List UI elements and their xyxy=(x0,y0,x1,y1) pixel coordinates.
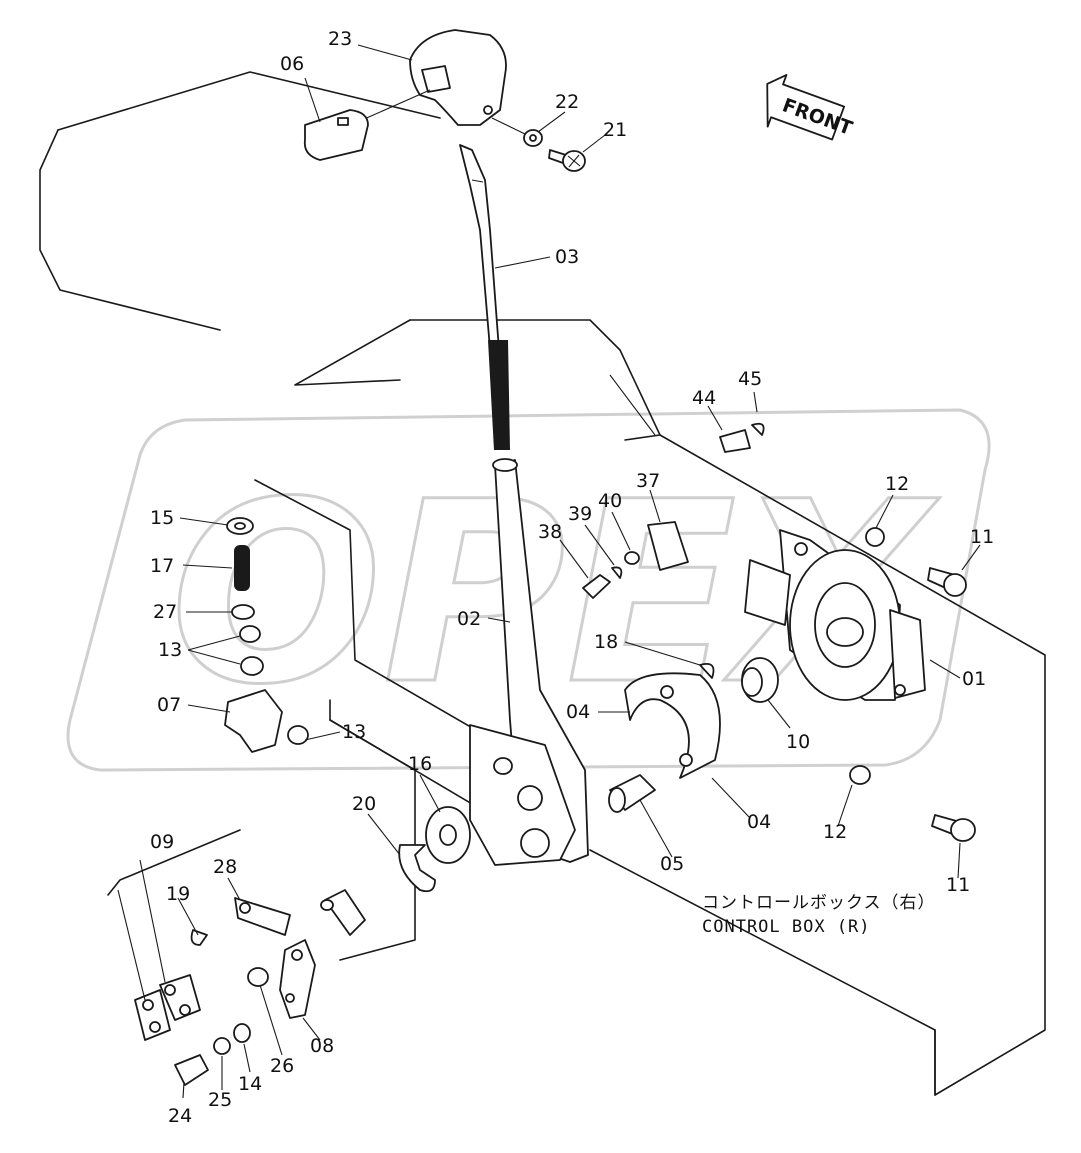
callout-20: 20 xyxy=(352,793,376,815)
callout-01: 01 xyxy=(962,668,986,690)
lever-knob xyxy=(361,29,507,126)
clip-20 xyxy=(398,844,436,893)
callout-19: 19 xyxy=(166,883,190,905)
control-box-caption: コントロールボックス（右） CONTROL BOX (R) xyxy=(702,893,936,937)
lever-rod-upper xyxy=(459,144,510,450)
pin-05 xyxy=(608,774,656,813)
screw-21 xyxy=(548,149,586,172)
console-outline xyxy=(39,71,1046,1096)
callout-09: 09 xyxy=(150,831,174,853)
callout-12-upper: 12 xyxy=(885,473,909,495)
callout-10: 10 xyxy=(786,731,810,753)
washer-22 xyxy=(491,117,543,147)
bracket-08 xyxy=(247,939,316,1019)
link-09 xyxy=(134,974,201,1041)
callout-23: 23 xyxy=(328,28,352,50)
callout-22: 22 xyxy=(555,91,579,113)
spring-assembly xyxy=(226,517,264,676)
callout-28: 28 xyxy=(213,856,237,878)
link-28 xyxy=(234,897,291,936)
callout-11-upper: 11 xyxy=(970,526,994,548)
callout-45: 45 xyxy=(738,368,762,390)
callout-08: 08 xyxy=(310,1035,334,1057)
callout-04-lower: 04 xyxy=(747,811,771,833)
callout-27: 27 xyxy=(153,601,177,623)
callout-07: 07 xyxy=(157,694,181,716)
detent-plate xyxy=(624,672,721,779)
callout-11-lower: 11 xyxy=(946,874,970,896)
collar-10 xyxy=(741,657,779,703)
pivot-pin-09 xyxy=(320,889,366,936)
callout-25: 25 xyxy=(208,1089,232,1111)
callout-24: 24 xyxy=(168,1105,192,1127)
callout-04-upper: 04 xyxy=(566,701,590,723)
caption-japanese: コントロールボックス（右） xyxy=(702,893,936,913)
callout-12-lower: 12 xyxy=(823,821,847,843)
callout-40: 40 xyxy=(598,490,622,512)
fasteners-24-25-14-19 xyxy=(174,929,251,1086)
leader-lines xyxy=(117,44,981,1099)
control-box-bracket xyxy=(744,529,926,701)
callout-02: 02 xyxy=(457,608,481,630)
callout-13-left: 13 xyxy=(158,639,182,661)
callout-39: 39 xyxy=(568,503,592,525)
callout-26: 26 xyxy=(270,1055,294,1077)
callout-labels: 23 06 22 21 03 45 44 12 11 37 40 39 38 1… xyxy=(150,28,994,1127)
callout-44: 44 xyxy=(692,387,716,409)
front-arrow-marker: FRONT xyxy=(766,74,855,141)
caption-english: CONTROL BOX (R) xyxy=(702,917,871,937)
callout-06: 06 xyxy=(280,53,304,75)
callout-16: 16 xyxy=(408,753,432,775)
callout-14: 14 xyxy=(238,1073,262,1095)
callout-17: 17 xyxy=(150,555,174,577)
callout-21: 21 xyxy=(603,119,627,141)
callout-05: 05 xyxy=(660,853,684,875)
clevis-07 xyxy=(224,689,309,753)
upper-fasteners xyxy=(582,422,976,842)
knob-cap xyxy=(303,109,369,161)
callout-18: 18 xyxy=(594,631,618,653)
lever-main xyxy=(469,458,589,866)
callout-15: 15 xyxy=(150,507,174,529)
callout-13-lower: 13 xyxy=(342,721,366,743)
callout-38: 38 xyxy=(538,521,562,543)
callout-37: 37 xyxy=(636,470,660,492)
callout-03: 03 xyxy=(555,246,579,268)
washer-16 xyxy=(425,806,471,864)
